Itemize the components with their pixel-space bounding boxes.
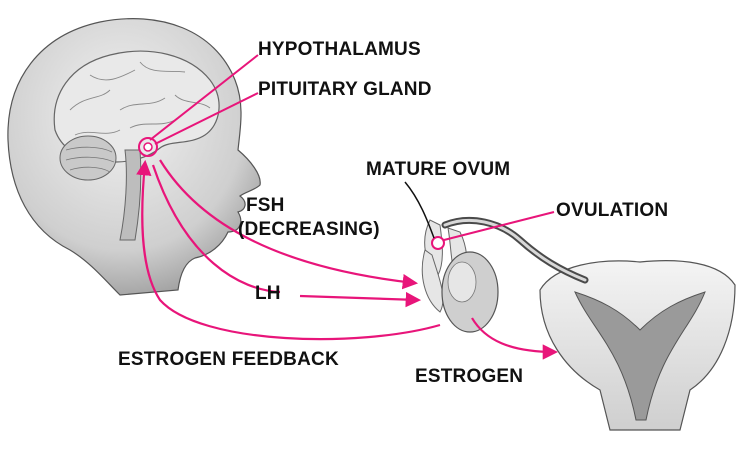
label-mature-ovum: MATURE OVUM: [366, 160, 510, 180]
label-hypothalamus: HYPOTHALAMUS: [258, 40, 421, 60]
label-estrogen-feedback: ESTROGEN FEEDBACK: [118, 350, 339, 370]
ovulation-leader: [444, 212, 554, 240]
cerebellum: [60, 136, 116, 180]
ovum-marker: [432, 237, 444, 249]
label-ovulation: OVULATION: [556, 201, 668, 221]
label-pituitary-gland: PITUITARY GLAND: [258, 80, 432, 100]
label-estrogen: ESTROGEN: [415, 367, 523, 387]
label-fsh: FSH: [246, 196, 285, 216]
label-lh: LH: [255, 284, 281, 304]
label-decreasing: (DECREASING): [238, 220, 380, 240]
